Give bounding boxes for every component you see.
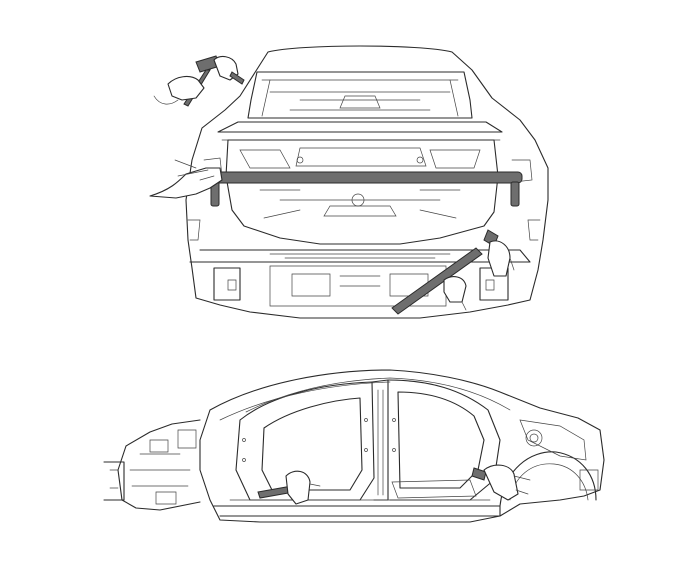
hand-holding-bar-icon <box>149 167 223 199</box>
hand-with-hammer-icon <box>167 75 205 101</box>
rear-window-opening <box>247 71 473 119</box>
sealing-gun-icon <box>391 229 515 315</box>
sealing-gun-icon <box>257 470 321 505</box>
side-body-view <box>103 369 605 523</box>
body-measuring-bar-icon <box>149 159 523 207</box>
hammer-icon <box>153 55 245 107</box>
hand-with-gun-icon <box>487 240 511 277</box>
front-door-opening <box>235 381 375 501</box>
side-sill <box>213 505 501 517</box>
hand-with-gun-rear-icon <box>483 464 519 501</box>
sealing-gun-icon <box>471 464 531 501</box>
measuring-bar <box>203 171 523 184</box>
bar-right-pointer <box>510 181 520 207</box>
hand-with-gun-front-icon <box>285 470 311 505</box>
side-body-outline <box>199 369 605 523</box>
gun-nozzle <box>391 247 483 315</box>
rear-door-opening <box>387 379 501 501</box>
